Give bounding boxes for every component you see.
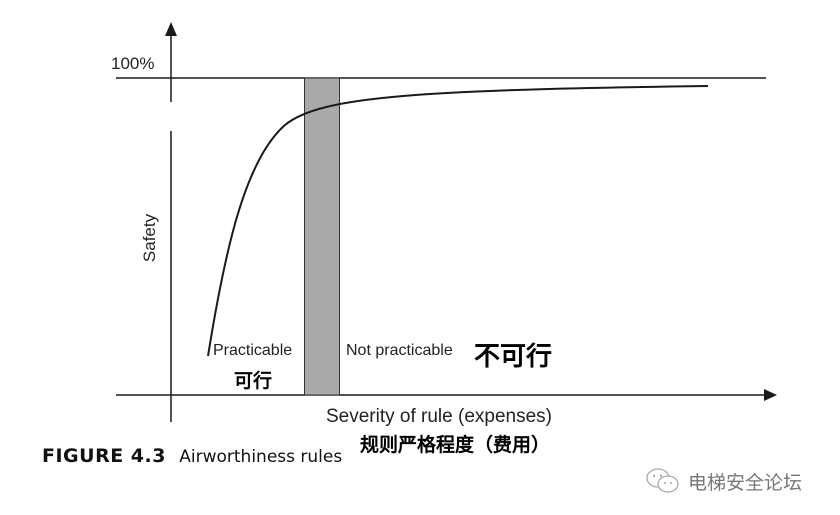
watermark: 电梯安全论坛 [644, 466, 802, 496]
x-axis-label-cn: 规则严格程度（费用） [360, 434, 551, 456]
figure-caption: FIGURE 4.3 Airworthiness rules [42, 445, 342, 468]
safety-curve [207, 85, 709, 357]
x-axis-arrow-icon [764, 389, 777, 401]
limit-band [304, 77, 340, 396]
y-axis-arrow-icon [165, 22, 177, 36]
not-practicable-label: Not practicable [346, 342, 453, 359]
practicable-label-cn: 可行 [234, 370, 273, 392]
practicable-label: Practicable [213, 342, 293, 359]
y-max-label: 100% [111, 54, 155, 73]
figure-number: FIGURE 4.3 [42, 445, 166, 467]
not-practicable-label-cn: 不可行 [474, 342, 553, 372]
watermark-text: 电梯安全论坛 [688, 471, 803, 494]
figure-title: Airworthiness rules [179, 447, 343, 467]
wechat-icon [646, 468, 679, 493]
y-axis-label: Safety [140, 213, 159, 263]
x-axis-label: Severity of rule (expenses) [326, 406, 552, 427]
